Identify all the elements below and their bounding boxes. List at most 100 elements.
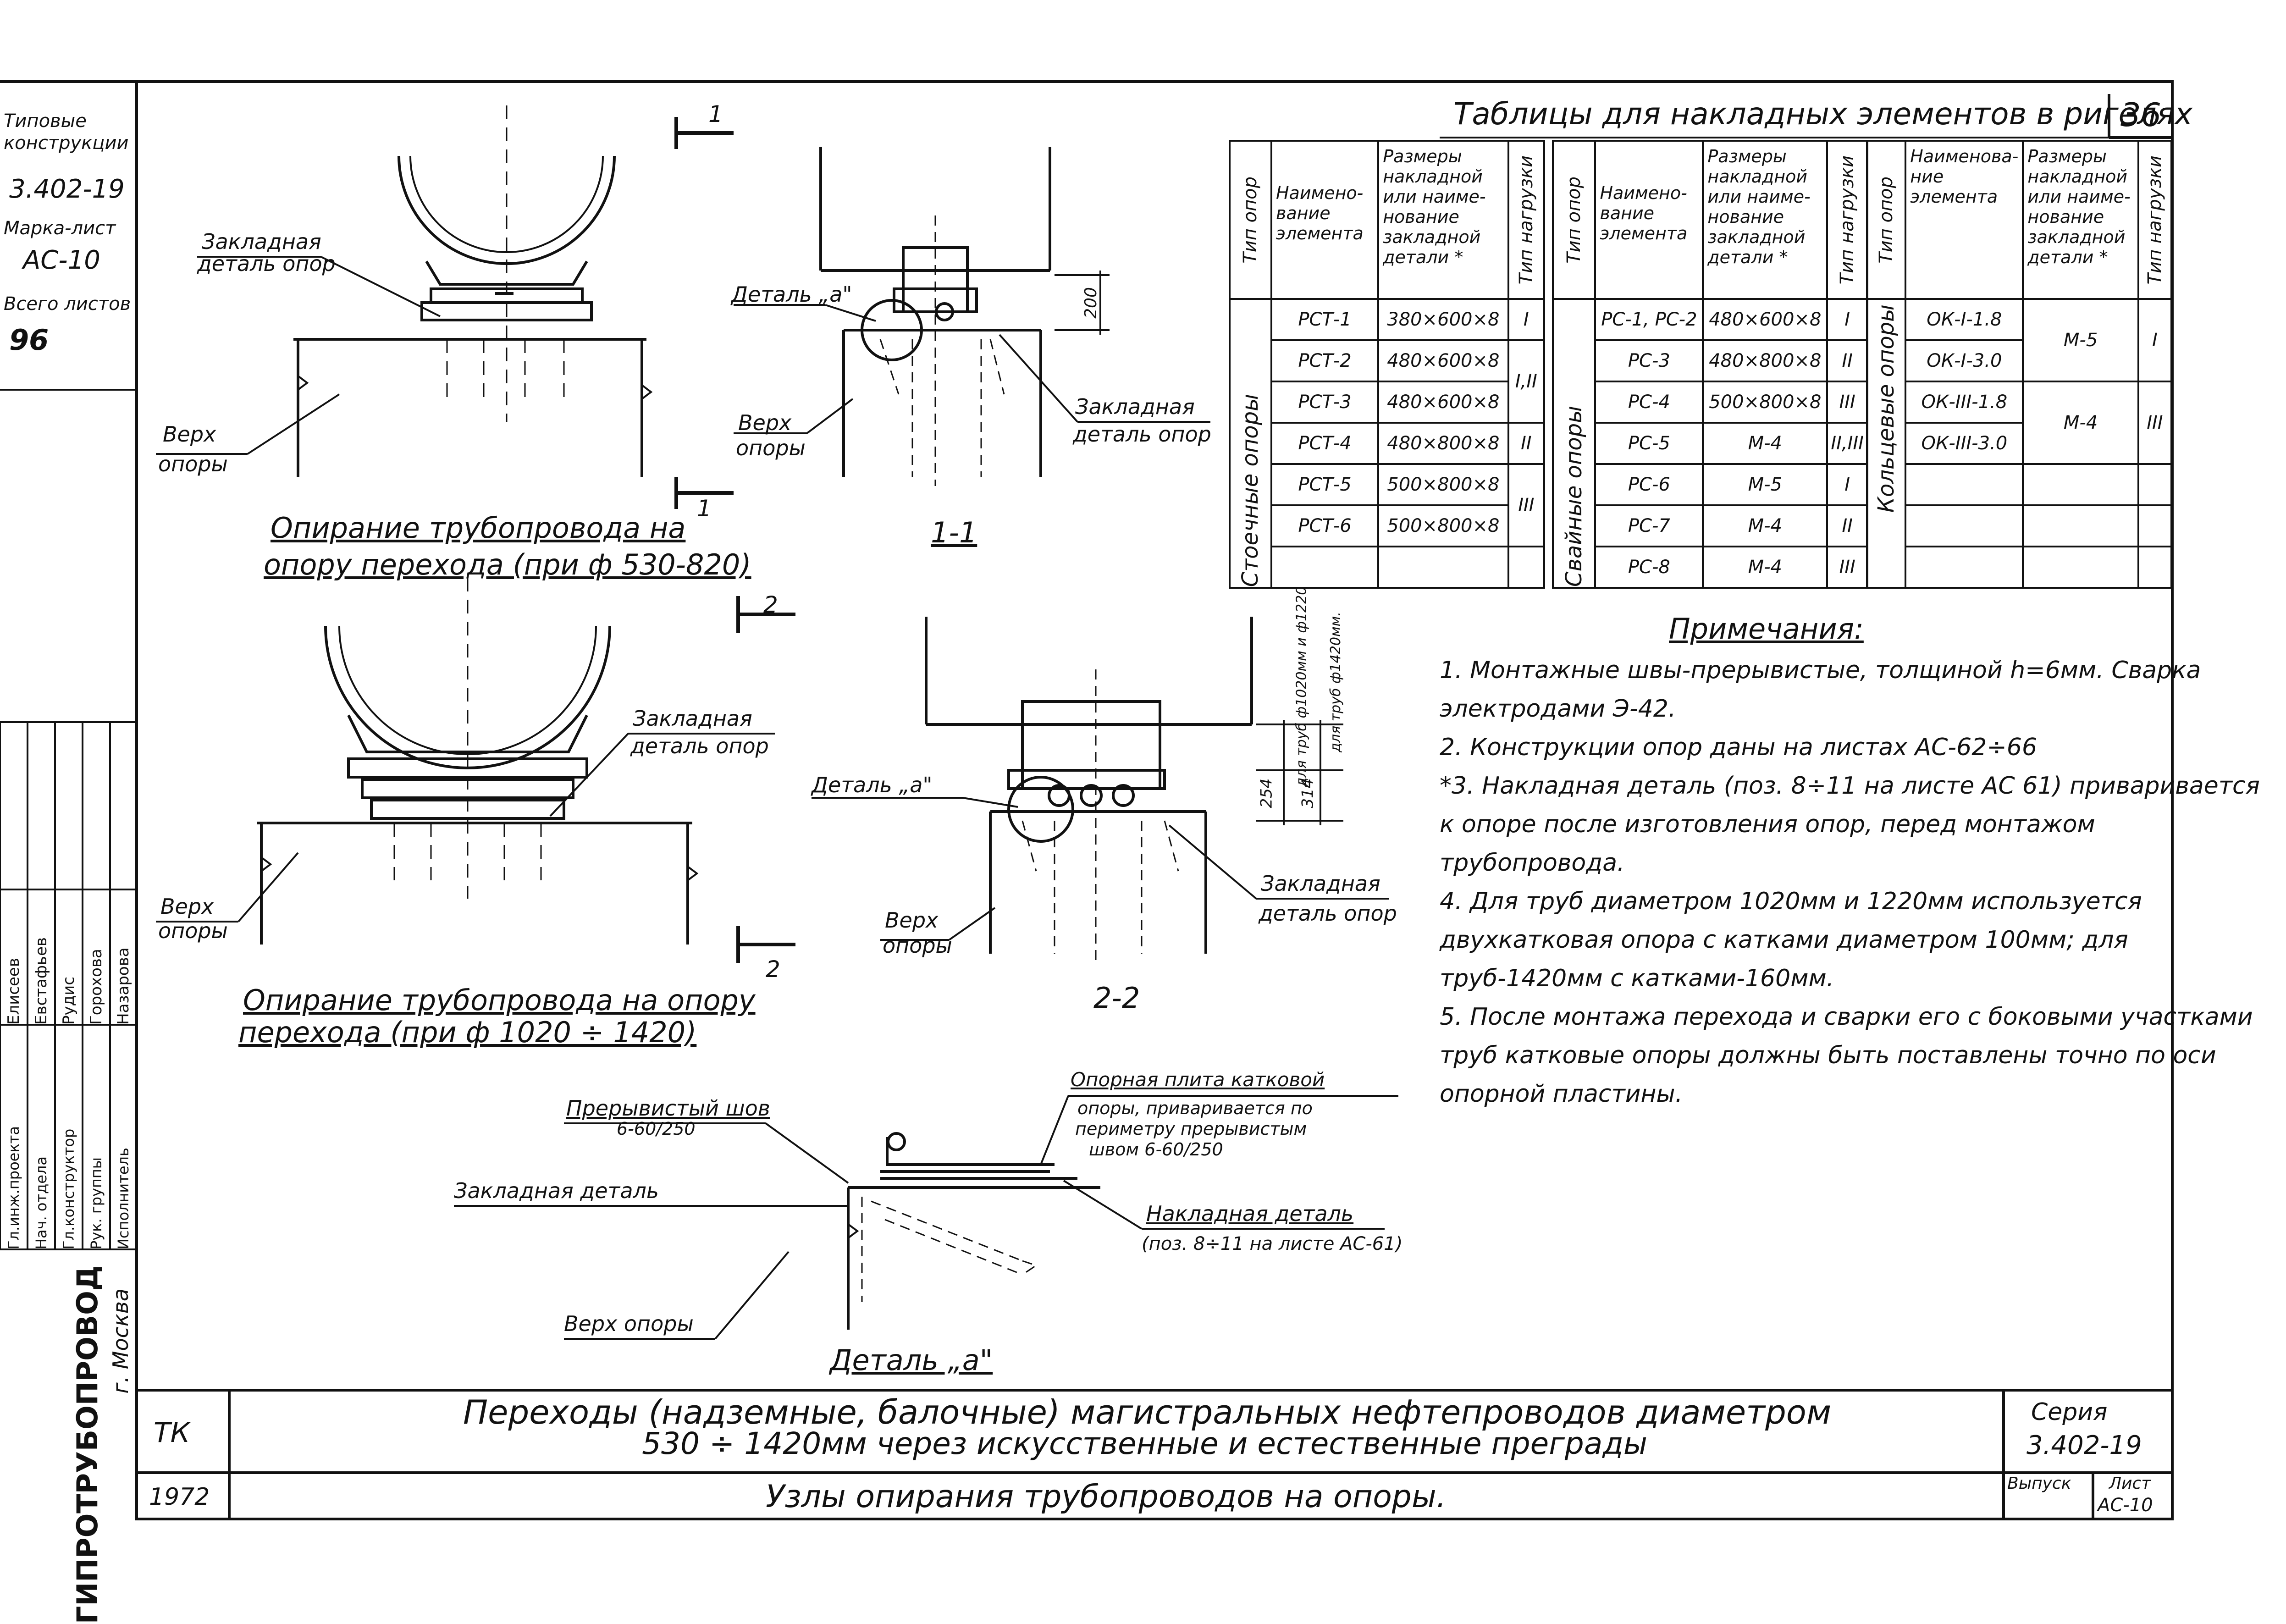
t1-r1-name: РСТ-2 xyxy=(1270,339,1380,382)
col-size: Размеры накладной или наиме- нование зак… xyxy=(1377,140,1509,300)
col-load-3: Тип нагрузки xyxy=(2144,155,2165,285)
label-zakladnaya-11-2: деталь опор xyxy=(1073,422,1211,447)
label-opor-plita-2: опоры, приваривается по xyxy=(1077,1098,1313,1118)
t2-r2-name: РС-4 xyxy=(1594,381,1704,424)
section-mark-2-top: 2 xyxy=(763,591,778,618)
dim-note-a: для труб ф1020мм и ф1220 xyxy=(1293,586,1310,787)
org-city: г. Москва xyxy=(108,1288,133,1394)
label-zakladnaya-22-1: Закладная xyxy=(1261,871,1380,896)
t3-r1-name: ОК-I-3.0 xyxy=(1905,339,2024,382)
label-opor-plita-3: периметру прерывистым xyxy=(1075,1119,1307,1139)
label-opor-plita-1: Опорная плита катковой xyxy=(1071,1068,1325,1091)
note-1: 1. Монтажные швы-прерывистые, толщиной h… xyxy=(1440,657,2201,723)
label-verh-22-2: опоры xyxy=(883,933,952,958)
label-verh-b2: опоры xyxy=(158,918,228,943)
t1-r4-load: III xyxy=(1507,463,1546,547)
col-name-3: Наименова- ние элемента xyxy=(1905,140,2024,300)
stamp-mark-label: Марка-лист xyxy=(4,218,116,239)
t2-r5-size: М-4 xyxy=(1702,504,1828,547)
t1-r3-name: РСТ-4 xyxy=(1270,422,1380,465)
sheet-corner-number: 36 xyxy=(2120,96,2162,134)
series-value: 3.402-19 xyxy=(2026,1431,2142,1460)
t1-r3-size: 480×800×8 xyxy=(1377,422,1509,465)
t1-r2-name: РСТ-3 xyxy=(1270,381,1380,424)
label-verh-11-2: опоры xyxy=(736,436,806,460)
dim-note-b: для труб ф1420мм. xyxy=(1327,612,1344,752)
label-preryv-value: 6-60/250 xyxy=(617,1119,696,1139)
caption-view-b-2: перехода (при ф 1020 ÷ 1420) xyxy=(238,1016,697,1049)
label-nakl-det: Накладная деталь xyxy=(1146,1201,1354,1226)
t2-r0-load: I xyxy=(1826,298,1868,341)
t2-r5-name: РС-7 xyxy=(1594,504,1704,547)
t2-r3-size: М-4 xyxy=(1702,422,1828,465)
t2-r2-load: III xyxy=(1826,381,1868,424)
stamp-total-label: Всего листов xyxy=(4,293,131,315)
t1-r1-load: I,II xyxy=(1507,339,1546,424)
t3-r0-size: М-5 xyxy=(2022,298,2139,382)
issue-label: Выпуск xyxy=(2007,1474,2071,1493)
dim-254: 254 xyxy=(1257,778,1276,808)
name-0: Елисеев xyxy=(5,958,23,1025)
t2-r2-size: 500×800×8 xyxy=(1702,381,1828,424)
t2-r6-name: РС-8 xyxy=(1594,546,1704,589)
label-detal-a-2: Деталь „а" xyxy=(812,773,933,797)
title-line-2: 530 ÷ 1420мм через искусственные и естес… xyxy=(642,1426,1648,1461)
series-label: Серия xyxy=(2031,1398,2108,1426)
caption-detail-a: Деталь „а" xyxy=(830,1343,993,1377)
caption-view-a-2: опору перехода (при ф 530-820) xyxy=(264,548,751,581)
table-koltsevye: Тип опор Наименова- ние элемента Размеры… xyxy=(1866,140,2173,589)
sheet-label: Лист xyxy=(2109,1474,2151,1493)
t1-r1-size: 480×600×8 xyxy=(1377,339,1509,382)
caption-view-a-1: Опирание трубопровода на xyxy=(271,511,686,545)
stamp-type-label: Типовые конструкции xyxy=(4,110,129,154)
t1-r0-size: 380×600×8 xyxy=(1377,298,1509,341)
group-koltsevye: Кольцевые опоры xyxy=(1873,304,1899,513)
col-size-3: Размеры накладной или наиме- нование зак… xyxy=(2022,140,2139,300)
t2-r1-load: II xyxy=(1826,339,1868,382)
t2-r0-size: 480×600×8 xyxy=(1702,298,1828,341)
group-svainye: Свайные опоры xyxy=(1561,406,1587,587)
org-block: ГИПРОТРУБОПРОВОД г. Москва xyxy=(69,1265,133,1624)
table-stoechnye: Тип опор Наимено- вание элемента Размеры… xyxy=(1229,140,1546,589)
t1-r4-size: 500×800×8 xyxy=(1377,463,1509,506)
title-tk: ТК xyxy=(154,1417,190,1449)
t1-r4-name: РСТ-5 xyxy=(1270,463,1380,506)
t2-r4-size: М-5 xyxy=(1702,463,1828,506)
t3-r2-name: ОК-III-1.8 xyxy=(1905,381,2024,424)
title-year: 1972 xyxy=(149,1483,210,1511)
col-load: Тип нагрузки xyxy=(1515,155,1537,285)
note-3: *3. Накладная деталь (поз. 8÷11 на листе… xyxy=(1440,772,2260,877)
role-1: Нач. отдела xyxy=(33,1156,50,1249)
note-4: 4. Для труб диаметром 1020мм и 1220мм ис… xyxy=(1440,888,2142,992)
t1-r0-name: РСТ-1 xyxy=(1270,298,1380,341)
t1-r2-size: 480×600×8 xyxy=(1377,381,1509,424)
label-verh-a2: опоры xyxy=(158,452,228,476)
col-support: Тип опор xyxy=(1240,176,1261,264)
t2-r4-name: РС-6 xyxy=(1594,463,1704,506)
signature-block: Елисеев Евстафьев Рудис Горохова Назаров… xyxy=(0,722,137,1249)
org-name: ГИПРОТРУБОПРОВОД xyxy=(70,1265,104,1624)
col-name: Наимено- вание элемента xyxy=(1270,140,1380,300)
name-4: Назарова xyxy=(114,947,133,1025)
label-zakladnaya-a2: деталь опор xyxy=(197,251,336,276)
stamp-mark: АС-10 xyxy=(23,245,100,275)
stamp-series: 3.402-19 xyxy=(9,174,125,204)
role-2: Гл.конструктор xyxy=(60,1128,77,1249)
section-2-2: 2-2 xyxy=(1093,981,1140,1015)
label-zakladnaya-a1: Закладная xyxy=(202,229,321,254)
label-verh-11-1: Верх xyxy=(738,410,792,435)
col-size-2: Размеры накладной или наиме- нование зак… xyxy=(1702,140,1828,300)
dim-200: 200 xyxy=(1081,287,1100,319)
col-name-2: Наимено- вание элемента xyxy=(1594,140,1704,300)
t2-r1-name: РС-3 xyxy=(1594,339,1704,382)
section-1-1: 1-1 xyxy=(931,516,977,549)
label-zakladnaya-b2: деталь опор xyxy=(630,734,769,758)
label-preryv: Прерывистый шов xyxy=(566,1096,770,1121)
t1-r5-size: 500×800×8 xyxy=(1377,504,1509,547)
t2-r1-size: 480×800×8 xyxy=(1702,339,1828,382)
table-title: Таблицы для накладных элементов в ригеля… xyxy=(1453,96,2193,132)
t1-r0-load: I xyxy=(1507,298,1546,341)
label-zakladnaya-22-2: деталь опор xyxy=(1259,901,1397,926)
group-stoechnye: Стоечные опоры xyxy=(1237,393,1264,587)
